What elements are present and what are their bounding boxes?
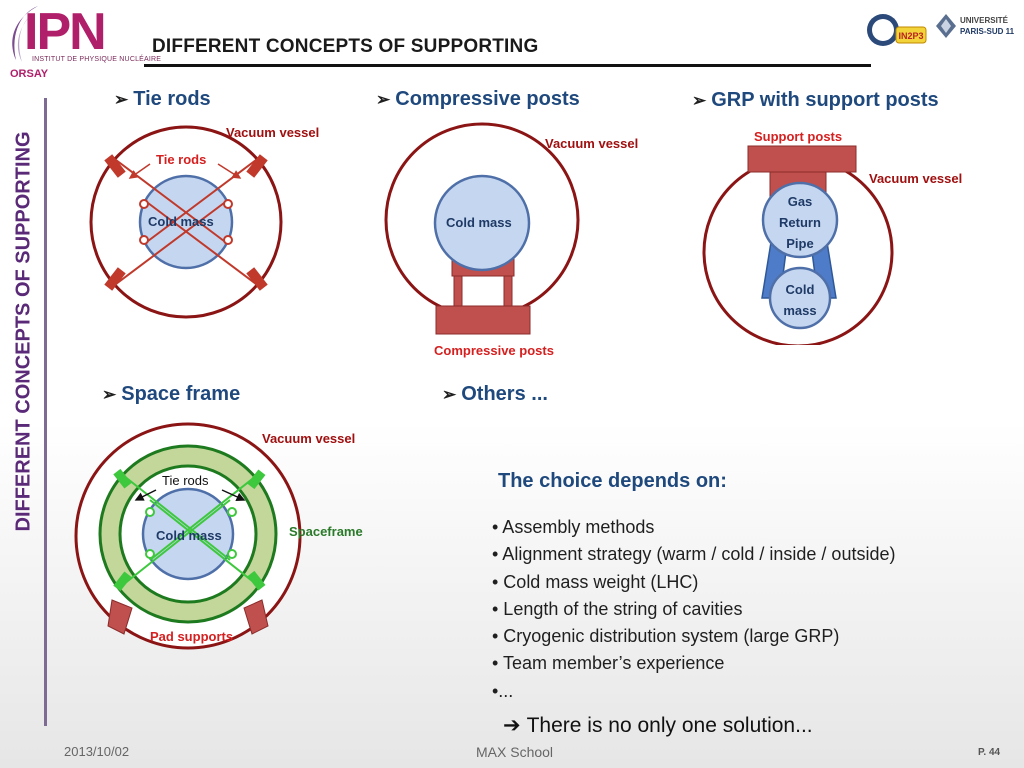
logo-subtitle: INSTITUT DE PHYSIQUE NUCLÉAIRE [32, 56, 162, 63]
conclusion: ➔There is no only one solution... [503, 714, 813, 737]
sidebar-divider [44, 98, 47, 726]
tie-rod-line [149, 499, 257, 585]
label-cold-mass: Cold mass [148, 214, 214, 229]
label-vacuum-vessel: Vacuum vessel [226, 125, 320, 140]
pad-support [107, 599, 133, 635]
rod-anchor [104, 267, 126, 291]
rod-anchor [247, 469, 266, 490]
list-item: •... [492, 680, 514, 701]
heading-grp: ➢GRP with support posts [692, 89, 939, 111]
label-compressive-posts: Compressive posts [434, 343, 554, 358]
tie-rod-line [123, 499, 231, 585]
rod-anchor [104, 154, 126, 178]
label-pad-supports: Pad supports [150, 629, 234, 644]
paris-sud-line2: PARIS-SUD 11 [960, 27, 1015, 36]
logo-text: IPN [24, 3, 107, 61]
label-cold-mass: Cold mass [156, 528, 222, 543]
tie-rods-diagram [89, 125, 283, 319]
arrow-bullet-icon: ➢ [692, 91, 707, 110]
ipn-logo: IPN INSTITUT DE PHYSIQUE NUCLÉAIRE ORSAY [2, 2, 161, 80]
page-number: P. 44 [978, 747, 1001, 758]
label-support-posts: Support posts [754, 129, 843, 144]
footer-date: 2013/10/02 [64, 744, 130, 759]
label-vacuum-vessel: Vacuum vessel [869, 171, 963, 186]
label-tie-rods: Tie rods [156, 152, 207, 167]
arrow-bullet-icon: ➢ [442, 385, 457, 404]
post-leg [503, 275, 513, 307]
heading-compressive-posts: ➢Compressive posts [376, 88, 580, 110]
support-beam [747, 145, 857, 173]
footer-event: MAX School [476, 744, 554, 760]
gas-return-pipe-circle [761, 181, 839, 259]
post-base [435, 305, 531, 335]
paris-sud-logo: UNIVERSITÉ PARIS-SUD 11 [936, 14, 1015, 38]
cold-mass-circle [768, 266, 832, 330]
label-vacuum-vessel: Vacuum vessel [545, 136, 639, 151]
rod-anchor [246, 267, 268, 291]
title-underline [144, 64, 871, 67]
in2p3-logo-text: IN2P3 [898, 31, 923, 41]
cold-mass-circle [433, 174, 531, 272]
label-spaceframe: Spaceframe [289, 524, 363, 539]
label-cold-mass: Cold mass [446, 215, 512, 230]
space-frame-diagram [74, 422, 302, 650]
rod-anchor [113, 571, 132, 592]
page-title: DIFFERENT CONCEPTS OF SUPPORTING [152, 36, 539, 57]
list-item: • Team member’s experience [492, 653, 725, 674]
list-item: • Cryogenic distribution system (large G… [492, 626, 840, 647]
rod-anchor [246, 154, 268, 178]
rod-anchor [113, 468, 132, 489]
choice-list: • Assembly methods • Alignment strategy … [492, 514, 895, 705]
grp-diagram [702, 145, 894, 345]
tie-rod-line [115, 199, 229, 285]
tie-rod-line [143, 199, 257, 285]
paris-sud-line1: UNIVERSITÉ [960, 16, 1009, 25]
arrow-bullet-icon: ➢ [376, 90, 391, 109]
post-leg [453, 275, 463, 307]
list-item: • Assembly methods [492, 517, 655, 537]
tie-rod-line [149, 475, 257, 561]
arrow-bullet-icon: ➢ [102, 385, 117, 404]
list-item: • Alignment strategy (warm / cold / insi… [492, 544, 896, 565]
rod-anchor [247, 570, 266, 591]
heading-tie-rods: ➢Tie rods [114, 88, 211, 110]
cnrs-logo: IN2P3 [867, 14, 927, 46]
label-tie-rods: Tie rods [162, 473, 209, 488]
compressive-posts-diagram [384, 122, 580, 335]
heading-space-frame: ➢Space frame [102, 383, 241, 405]
cold-mass-circle [138, 174, 234, 270]
logo-place: ORSAY [10, 68, 49, 80]
list-item: • Cold mass weight (LHC) [492, 571, 699, 592]
choice-title: The choice depends on: [498, 470, 727, 492]
heading-others: ➢Others ... [442, 383, 548, 405]
tie-rod-line [123, 475, 231, 561]
right-arrow-icon: ➔ [503, 714, 521, 737]
arrow-bullet-icon: ➢ [114, 90, 129, 109]
pad-support [243, 599, 269, 635]
sidebar-vertical-title: DIFFERENT CONCEPTS OF SUPPORTING [12, 131, 35, 532]
list-item: • Length of the string of cavities [492, 598, 743, 619]
label-vacuum-vessel: Vacuum vessel [262, 431, 356, 446]
ipn-swoosh-icon [12, 6, 38, 62]
